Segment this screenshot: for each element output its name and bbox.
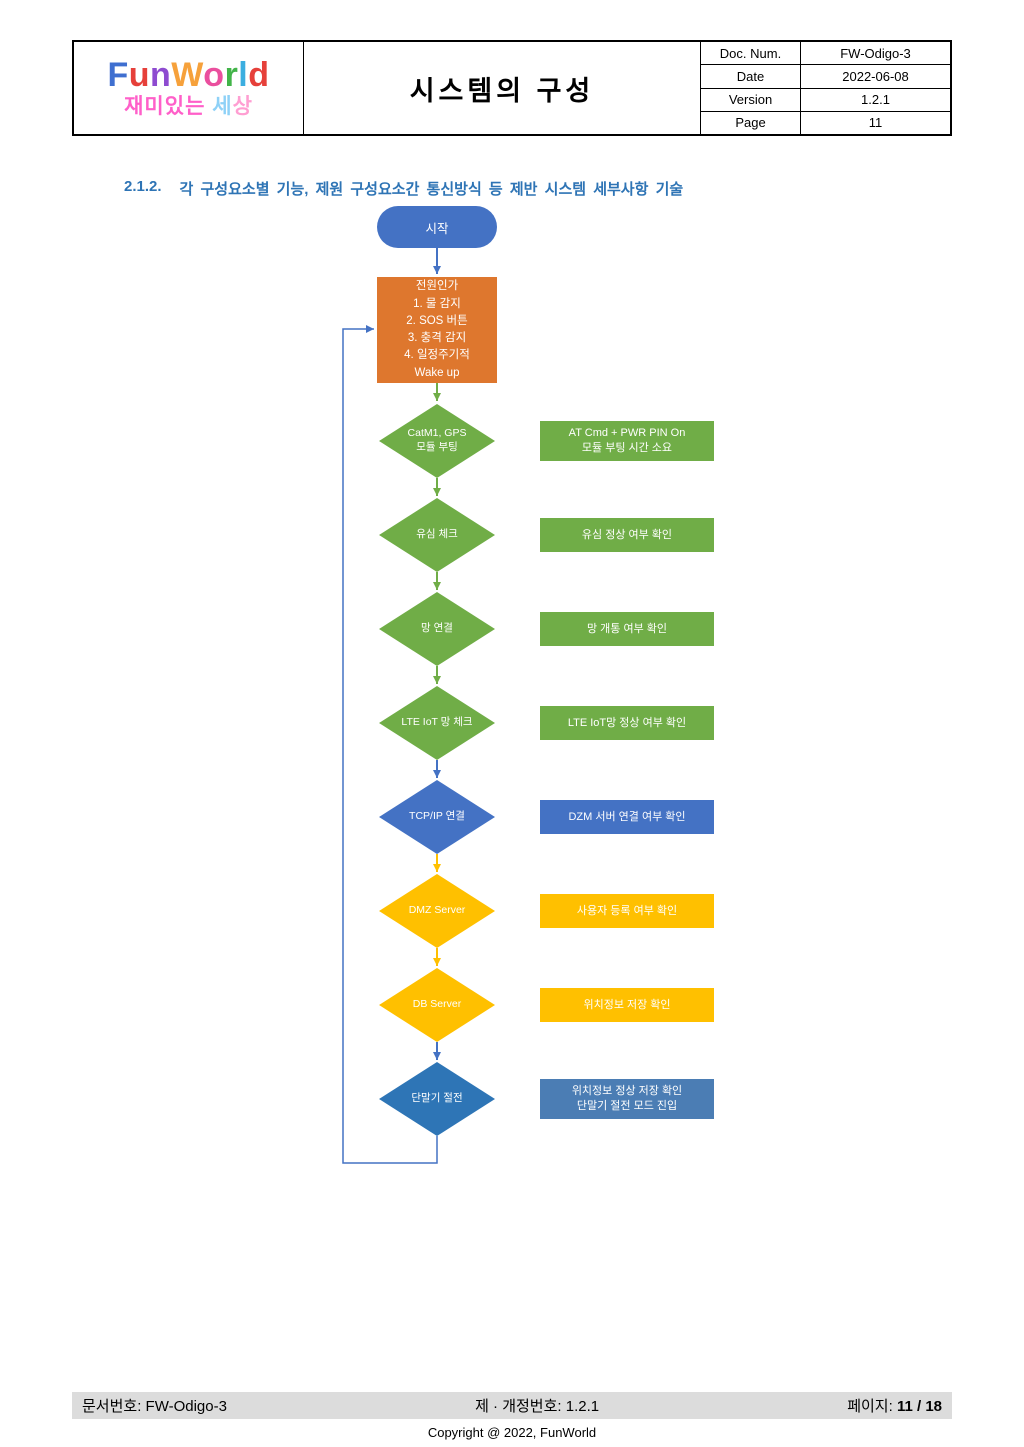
logo-cell: FunWorld 재미있는 세상: [74, 42, 304, 134]
flow-diamond-tcpip-connect: TCP/IP 연결: [379, 780, 495, 854]
doc-header-table: FunWorld 재미있는 세상 시스템의 구성 Doc. Num. FW-Od…: [72, 40, 952, 136]
flow-note-db-server: 위치정보 저장 확인: [540, 988, 714, 1022]
flow-note-tcpip-connect: DZM 서버 연결 여부 확인: [540, 800, 714, 834]
doc-meta-table: Doc. Num. FW-Odigo-3 Date 2022-06-08 Ver…: [700, 42, 950, 134]
meta-value-version: 1.2.1: [861, 92, 890, 108]
flow-note-dmz-server: 사용자 등록 여부 확인: [540, 894, 714, 928]
logo-letter: n: [150, 56, 172, 95]
meta-value-date: 2022-06-08: [842, 68, 909, 84]
logo-letter: o: [203, 56, 225, 95]
meta-row-version: Version 1.2.1: [701, 88, 950, 112]
section-heading: 2.1.2. 각 구성요소별 기능, 제원 구성요소간 통신방식 등 제반 시스…: [124, 178, 683, 199]
meta-value-page: 11: [868, 115, 883, 131]
flow-note-device-sleep: 위치정보 정상 저장 확인 단말기 절전 모드 진입: [540, 1079, 714, 1119]
logo-subtitle: 재미있는 세상: [124, 94, 253, 118]
footer-page: 페이지: 11 / 18: [847, 1395, 942, 1416]
meta-label-version: Version: [701, 88, 801, 111]
logo-letter: W: [171, 56, 204, 95]
meta-label-date: Date: [701, 65, 801, 88]
meta-row-doc-num: Doc. Num. FW-Odigo-3: [701, 42, 950, 66]
flow-diamond-dmz-server: DMZ Server: [379, 874, 495, 948]
section-title: 각 구성요소별 기능, 제원 구성요소간 통신방식 등 제반 시스템 세부사항 …: [179, 181, 684, 198]
logo-letter: 상: [232, 94, 253, 118]
flow-diamond-network-connect: 망 연결: [379, 592, 495, 666]
footer-doc-number: 문서번호: FW-Odigo-3: [82, 1398, 227, 1415]
copyright: Copyright @ 2022, FunWorld: [427, 1425, 597, 1440]
meta-label-doc-num: Doc. Num.: [701, 42, 801, 65]
footer-page-label: 페이지:: [847, 1398, 893, 1415]
logo-letter: 미: [144, 94, 165, 118]
document-title: 시스템의 구성: [409, 75, 595, 106]
flow-note-lte-iot-check: LTE IoT망 정상 여부 확인: [540, 706, 714, 740]
flow-power-on-box: 전원인가 1. 물 감지 2. SOS 버튼 3. 충격 감지 4. 일정주기적…: [377, 277, 497, 383]
meta-label-page: Page: [701, 111, 801, 134]
flow-note-network-connect: 망 개통 여부 확인: [540, 612, 714, 646]
section-number: 2.1.2.: [124, 178, 162, 195]
flow-diamond-usim-check: 유심 체크: [379, 498, 495, 572]
logo-letter: F: [107, 56, 129, 95]
logo-letter: u: [128, 56, 151, 95]
logo-letter: 재: [124, 94, 145, 118]
footer-bar: 문서번호: FW-Odigo-3 제 · 개정번호: 1.2.1 페이지: 11…: [72, 1392, 952, 1419]
flow-note-usim-check: 유심 정상 여부 확인: [540, 518, 714, 552]
meta-value-doc-num: FW-Odigo-3: [840, 45, 911, 61]
footer-revision: 제 · 개정번호: 1.2.1: [475, 1398, 600, 1415]
logo-letter: 는: [185, 94, 206, 118]
meta-row-page: Page 11: [701, 111, 950, 134]
flow-diamond-lte-iot-check: LTE IoT 망 체크: [379, 686, 495, 760]
logo-letter: l: [238, 56, 249, 95]
logo-funworld: FunWorld: [107, 56, 270, 95]
flow-start-node: 시작: [377, 206, 497, 248]
flow-diamond-device-sleep: 단말기 절전: [379, 1062, 495, 1136]
logo-letter: 있: [164, 94, 186, 118]
footer-page-value: 11 / 18: [896, 1398, 942, 1415]
flow-diamond-catm1-gps: CatM1, GPS 모듈 부팅: [379, 404, 495, 478]
meta-row-date: Date 2022-06-08: [701, 65, 950, 89]
flow-note-catm1-gps: AT Cmd + PWR PIN On 모듈 부팅 시간 소요: [540, 421, 714, 461]
logo-letter: r: [224, 56, 239, 95]
logo-letter: 세: [212, 94, 233, 118]
flow-diamond-db-server: DB Server: [379, 968, 495, 1042]
logo-letter: d: [248, 56, 270, 95]
